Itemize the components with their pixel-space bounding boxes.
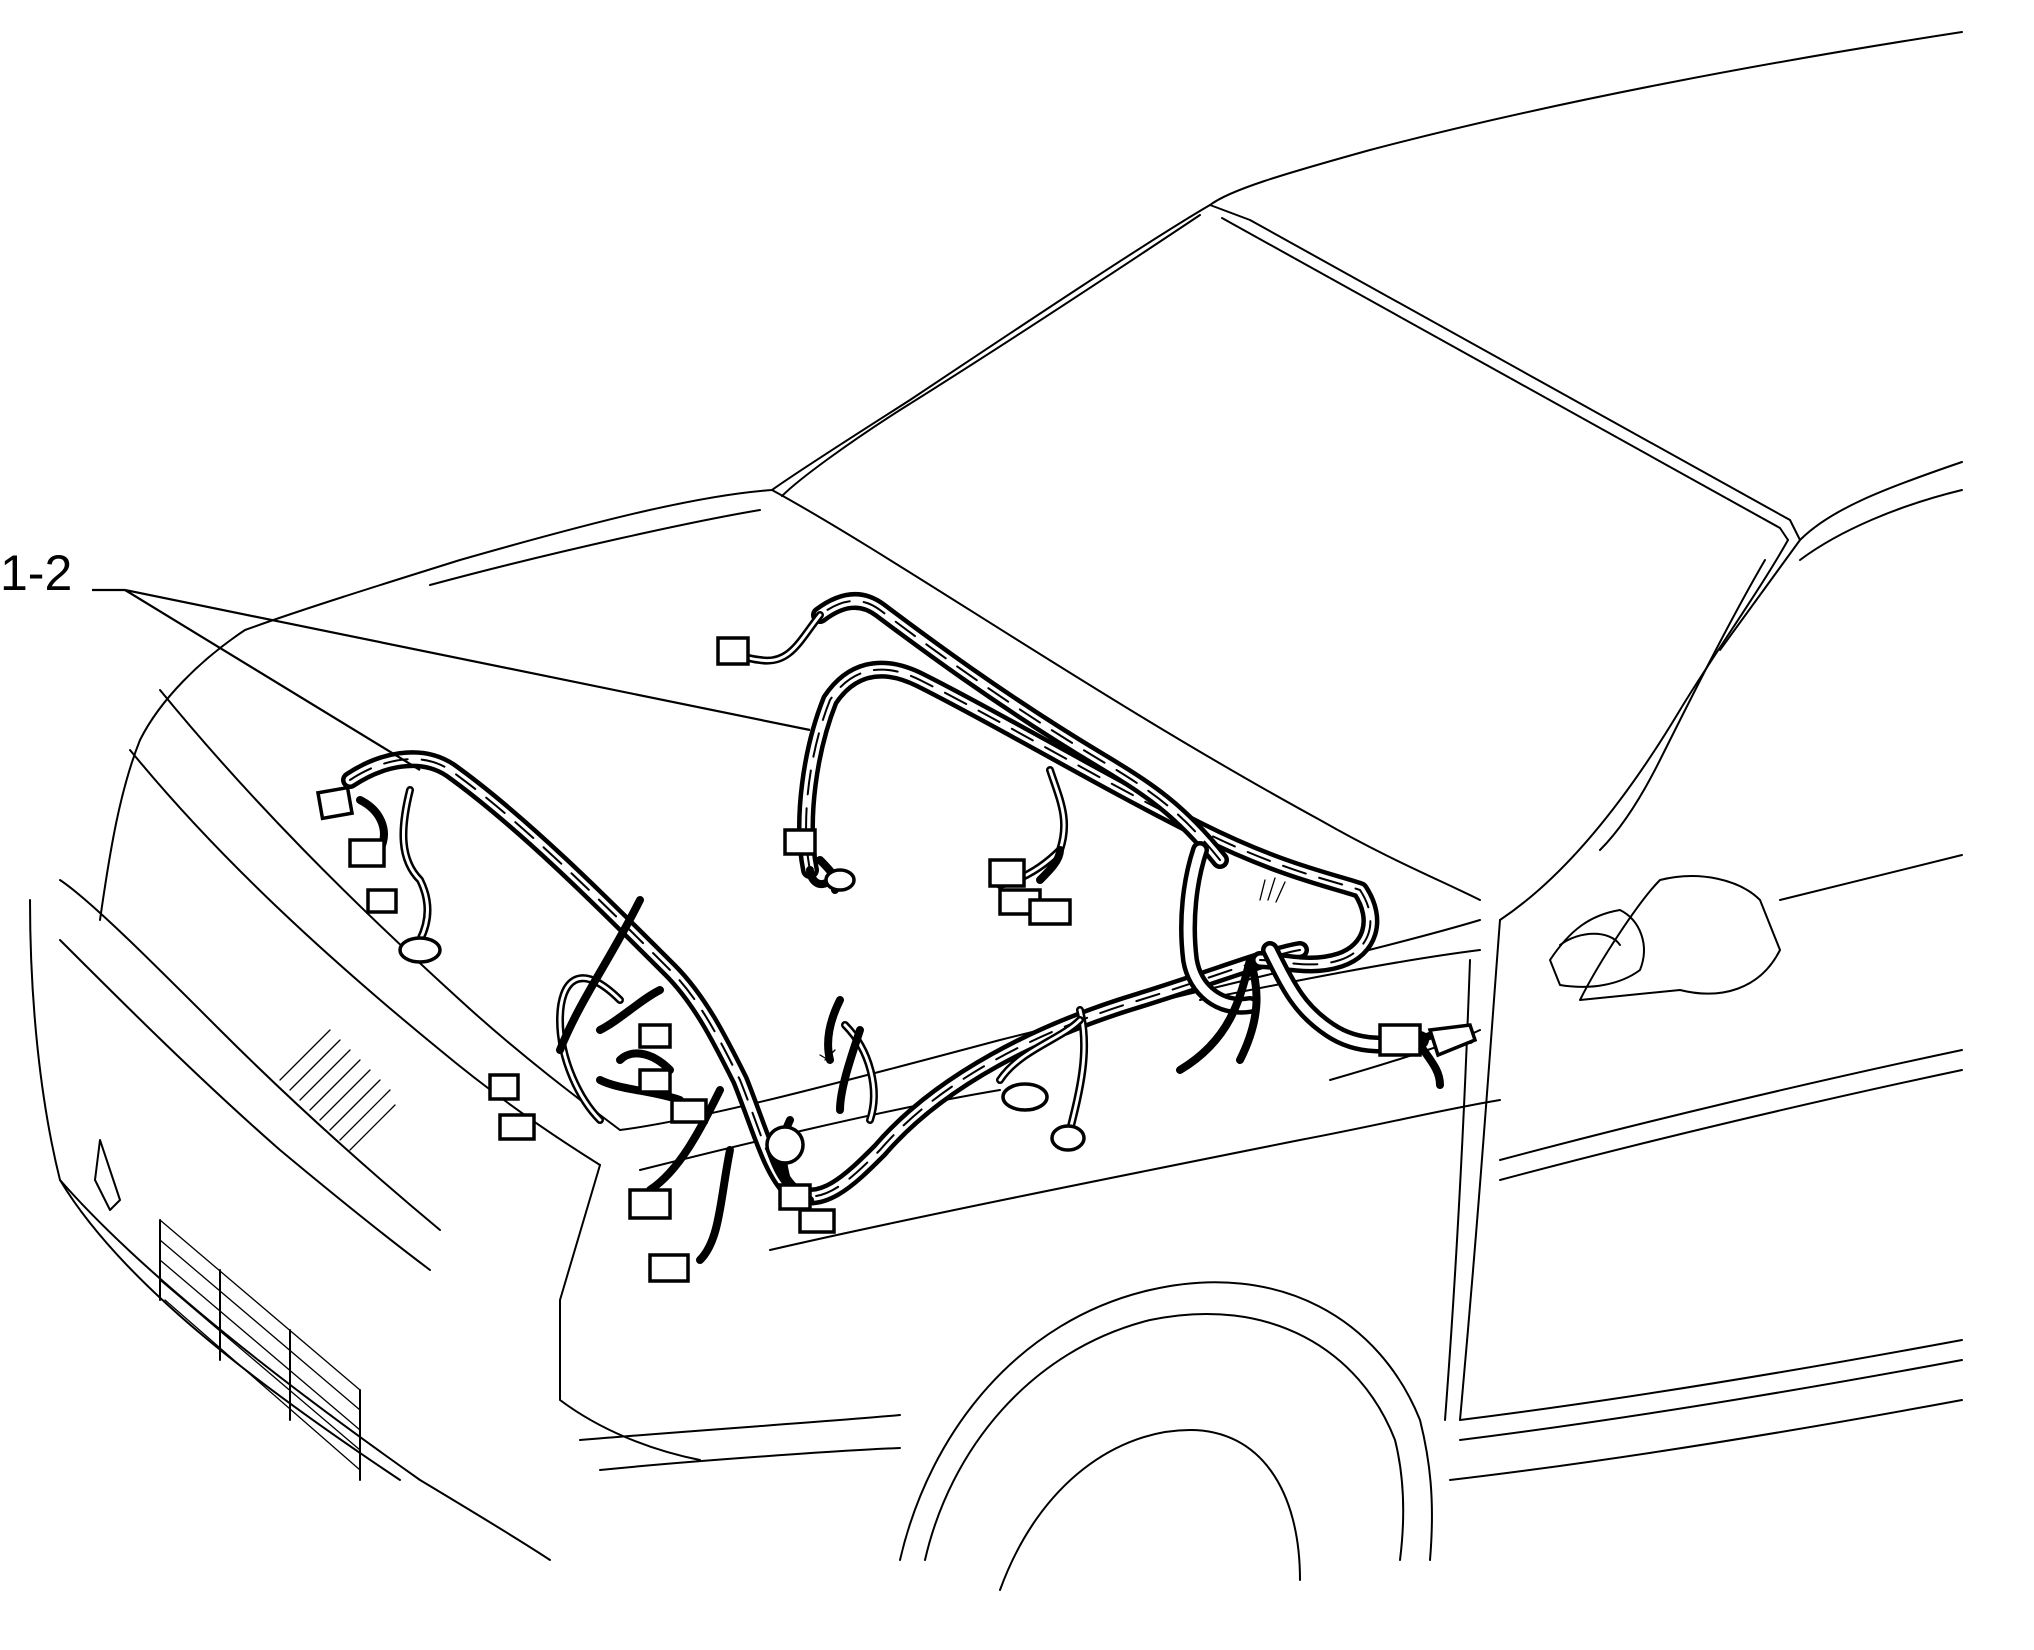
connector-mid-grommet bbox=[1001, 1082, 1049, 1112]
part-callout: 1-2 bbox=[0, 545, 811, 771]
callout-leader-to-left-harness bbox=[124, 589, 421, 771]
connector-relay-a bbox=[488, 1073, 520, 1101]
connector-center-a bbox=[778, 1183, 812, 1211]
harness-rear-trunk bbox=[797, 660, 1380, 974]
connector-center-right-a bbox=[988, 858, 1026, 888]
connector-top-mid bbox=[783, 828, 817, 856]
bumper-vents bbox=[159, 1219, 361, 1481]
connector-left-upper bbox=[315, 785, 355, 821]
connector-firewall bbox=[1378, 1023, 1422, 1057]
harness-right-drop bbox=[1179, 841, 1259, 1015]
connector-top-left bbox=[716, 636, 750, 666]
connector-firewall-plug bbox=[1427, 1023, 1478, 1058]
connector-left-grommet bbox=[398, 936, 442, 964]
harness-branches bbox=[356, 611, 1474, 1264]
connector-relay-c bbox=[638, 1023, 672, 1049]
callout-label: 1-2 bbox=[0, 545, 72, 601]
harness-strand-ends bbox=[819, 877, 1286, 1063]
connector-left-low bbox=[366, 888, 398, 914]
connector-center-b bbox=[798, 1208, 836, 1234]
callout-leader-to-right-harness bbox=[124, 588, 811, 732]
side-mirror bbox=[1549, 875, 1781, 1001]
harness-main-trunk bbox=[341, 750, 1309, 1206]
connector-top-grommet bbox=[824, 868, 856, 892]
harness-connectors bbox=[315, 636, 1478, 1283]
wiring-harness bbox=[315, 591, 1478, 1283]
connector-front-a bbox=[628, 1188, 672, 1220]
car-body-outline bbox=[29, 31, 1963, 1591]
connector-center-right-c bbox=[1028, 898, 1072, 926]
connector-front-b bbox=[648, 1253, 690, 1283]
grille-slats bbox=[279, 1029, 396, 1151]
connector-ring bbox=[765, 1125, 805, 1165]
connector-left-mid bbox=[348, 838, 386, 868]
connector-relay-e bbox=[670, 1098, 708, 1124]
connector-relay-b bbox=[498, 1113, 536, 1141]
harness-top-branch bbox=[811, 591, 1229, 869]
connector-lower-grommet bbox=[1050, 1124, 1086, 1152]
connector-relay-d bbox=[638, 1068, 672, 1094]
